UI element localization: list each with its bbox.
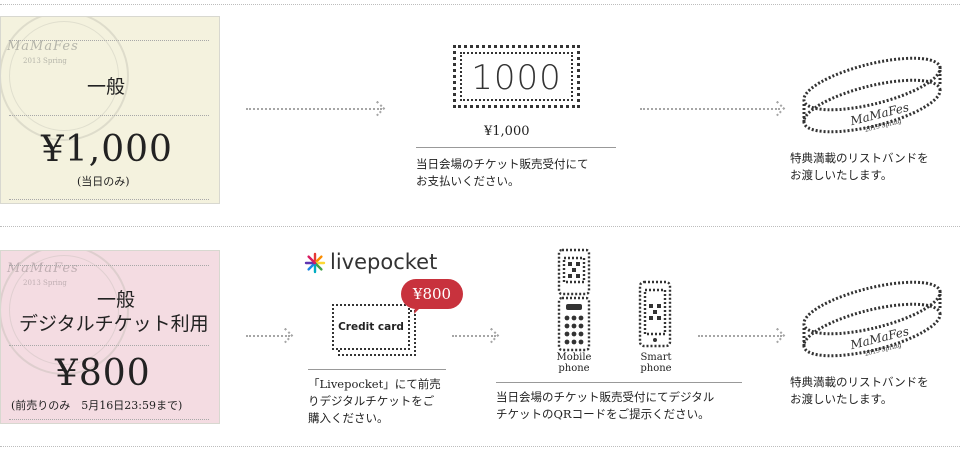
livepocket-rule	[308, 369, 446, 370]
ticket-label: 一般	[87, 76, 126, 98]
livepocket-desc-line2: りデジタルチケットをご	[308, 394, 435, 408]
mobile-phone-label: Mobile phone	[548, 352, 600, 374]
credit-card-icon: Credit card	[332, 304, 410, 350]
ticket-label: 一般	[97, 289, 136, 311]
ticket-digital: MaMaFes 2013 Spring 一般 デジタルチケット利用 ¥800 (…	[0, 250, 220, 424]
seal-stamp	[1, 17, 129, 141]
ticket-label-sub: デジタルチケット利用	[19, 313, 209, 335]
wristband-icon: MaMaFes 2013 Spring	[802, 280, 942, 358]
wristband-icon: MaMaFes 2013 Spring	[802, 56, 942, 134]
mobile-phone-icon	[557, 248, 591, 352]
phones-rule	[496, 382, 742, 383]
ticket-rule-middle	[9, 115, 209, 116]
banknote-amount: 1000	[471, 58, 562, 98]
livepocket-brand: livepocket	[330, 250, 438, 274]
wristband-desc-line1: 特典満載のリストバンドを	[790, 375, 929, 389]
ticket-note: (当日のみ)	[77, 175, 130, 188]
ticket-rule-top	[9, 40, 209, 41]
banknote-icon: 1000	[453, 45, 580, 108]
ticket-rule-bottom	[9, 419, 209, 420]
wristband-desc-line2: お渡しいたします。	[790, 168, 893, 182]
smartphone-label-line1: Smart	[640, 352, 672, 363]
ticket-logo-sub: 2013 Spring	[23, 279, 67, 287]
bill-desc-line1: 当日会場のチケット販売受付にて	[416, 157, 589, 171]
mobile-phone-label-line2: phone	[558, 363, 590, 374]
seal-stamp-inner	[9, 255, 119, 365]
ticket-rule-bottom	[9, 199, 209, 200]
ticket-note: (前売りのみ 5月16日23:59まで)	[11, 399, 183, 412]
price-bubble-text: ¥800	[412, 285, 452, 303]
livepocket-desc-line3: 購入ください。	[308, 411, 389, 425]
ticket-price: ¥1,000	[41, 129, 173, 170]
phones-desc-line1: 当日会場のチケット販売受付にてデジタル	[496, 390, 715, 404]
mobile-phone-label-line1: Mobile	[556, 352, 592, 363]
ticket-rule-top	[9, 265, 209, 266]
ticket-price: ¥800	[55, 353, 151, 394]
smartphone-icon	[638, 280, 672, 348]
ticket-logo: MaMaFes	[7, 39, 79, 54]
seal-stamp	[1, 251, 129, 375]
bill-rule	[416, 147, 616, 148]
seal-stamp-inner	[9, 21, 119, 131]
ticket-general: MaMaFes 2013 Spring 一般 ¥1,000 (当日のみ)	[0, 16, 220, 204]
wristband-desc-line1: 特典満載のリストバンドを	[790, 151, 929, 165]
top-divider	[0, 4, 960, 5]
wristband-desc-line2: お渡しいたします。	[790, 392, 893, 406]
ticket-logo-sub: 2013 Spring	[23, 57, 67, 65]
livepocket-desc-line1: 「Livepocket」にて前売	[308, 377, 441, 391]
phones-desc-line2: チケットのQRコードをご提示ください。	[496, 407, 710, 421]
bottom-divider	[0, 446, 960, 447]
smartphone-label-line2: phone	[640, 363, 672, 374]
smartphone-label: Smart phone	[630, 352, 682, 374]
bill-desc-line2: お支払いください。	[416, 174, 520, 188]
price-bubble: ¥800	[401, 279, 463, 309]
ticket-logo: MaMaFes	[7, 261, 79, 276]
livepocket-logo-icon	[304, 252, 326, 274]
ticket-rule-middle	[9, 345, 209, 346]
credit-card-label: Credit card	[338, 321, 404, 333]
bill-caption: ¥1,000	[484, 124, 530, 139]
middle-divider	[0, 226, 960, 227]
